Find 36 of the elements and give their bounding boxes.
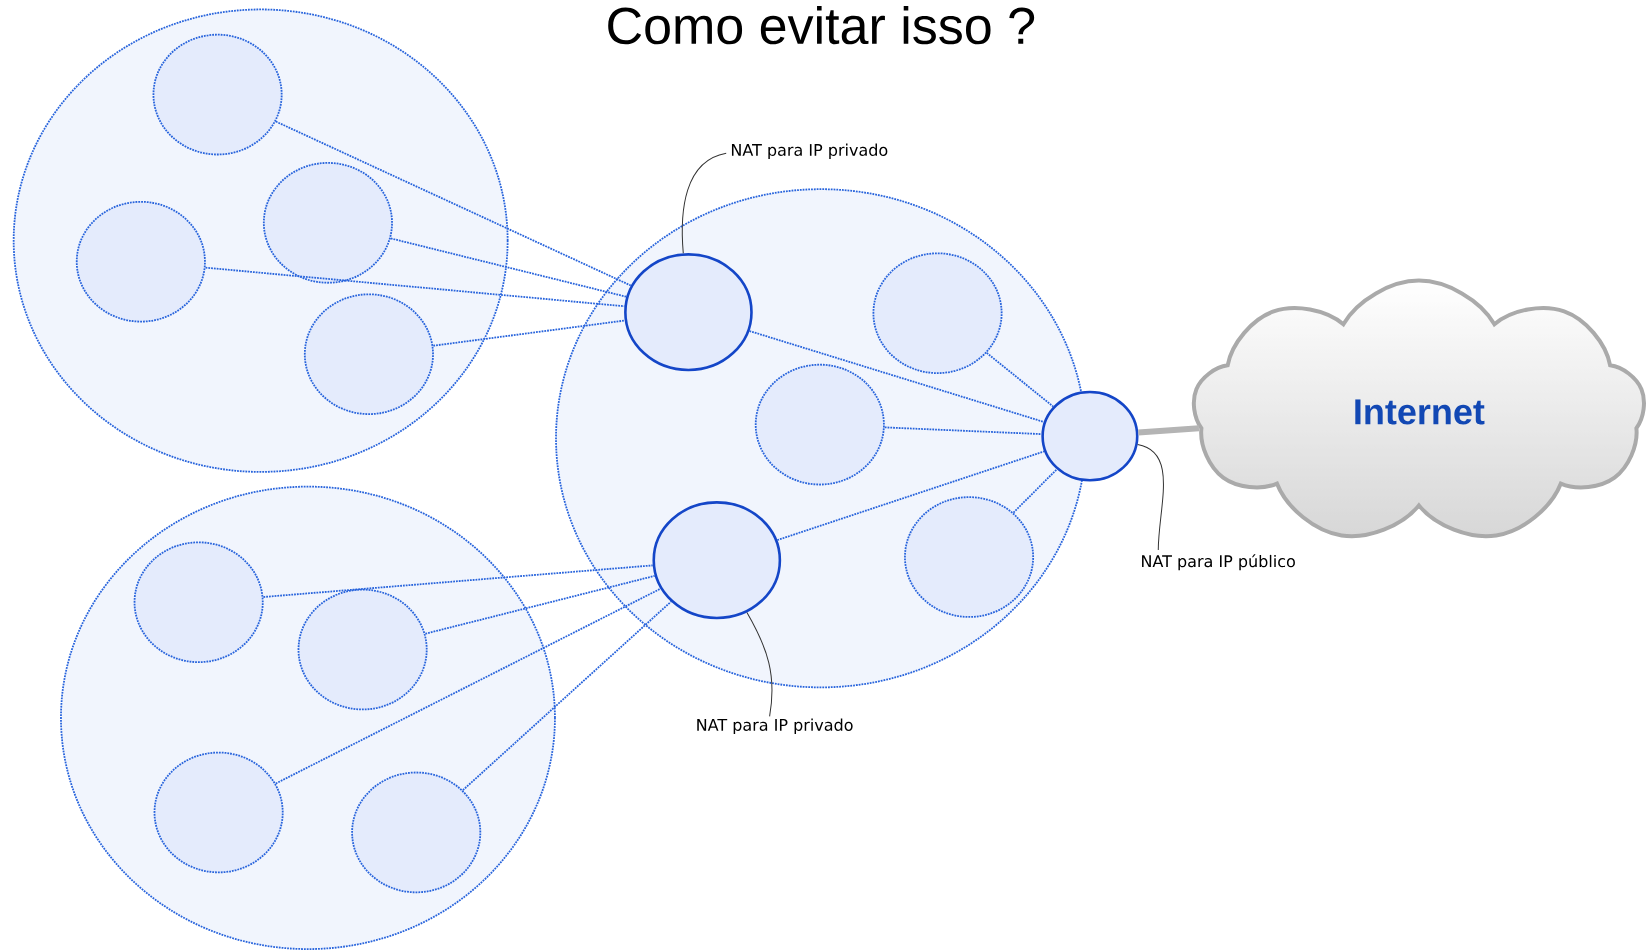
host-circle [872,252,1003,374]
connection-line [424,574,656,635]
router-circle [624,253,753,372]
host-circle [262,162,393,284]
connection-line [274,587,662,785]
cloud: Internet [1191,278,1646,539]
link-line [1138,425,1200,436]
host-circle [75,200,206,323]
host-circle [133,541,264,664]
connection-line [462,600,672,791]
host-circle [153,751,284,874]
connection-line [274,120,632,287]
leader-line [746,611,773,717]
leader-line [681,152,727,254]
nat-label: NAT para IP privado [697,718,853,734]
host-circle [351,771,482,894]
connection-line [883,426,1043,435]
nat-label: NAT para IP privado [731,143,888,160]
connection-line [748,330,1045,423]
host-circle [754,363,885,486]
connection-line [985,352,1055,408]
connection-line [389,237,628,298]
connection-line [432,319,626,347]
host-circle [303,293,434,415]
connection-line [262,564,654,598]
host-circle [152,33,283,156]
nat-label: NAT para IP público [1142,554,1295,571]
connection-line [204,266,626,308]
connection-line [1012,468,1058,514]
host-circle [297,588,428,711]
leader-line [1137,444,1164,551]
router-circle [1041,390,1139,482]
title: Como evitar isso ? [608,6,1035,45]
host-circle [904,496,1035,618]
router-circle [652,501,782,620]
connection-line [776,450,1046,541]
